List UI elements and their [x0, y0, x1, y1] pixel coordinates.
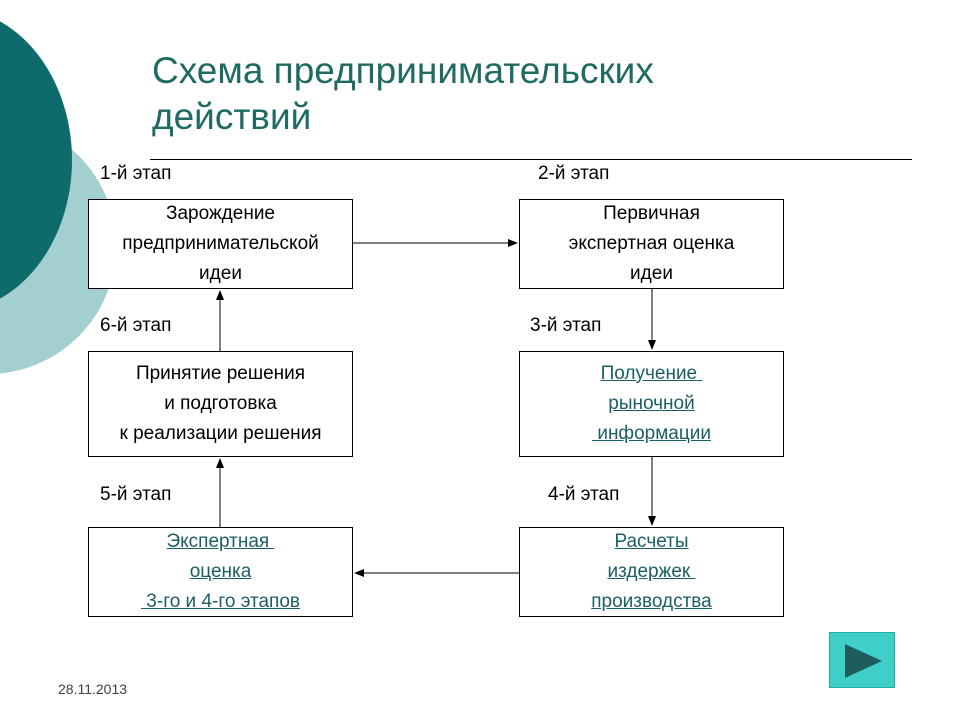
box-stage-1-idea-origin: Зарождение предпринимательской идеи — [88, 199, 353, 289]
box-stage-6-decision: Принятие решения и подготовка к реализац… — [88, 351, 353, 457]
box-stage-1-line: Зарождение — [166, 203, 275, 224]
play-triangle-icon — [845, 644, 882, 678]
slide-title-line1: Схема предпринимательских — [152, 50, 654, 91]
box-stage-3-link-line[interactable]: информации — [592, 423, 711, 444]
slide-title-line2: действий — [152, 96, 312, 137]
box-stage-4-cost-calculation: Расчеты издержек производства — [519, 527, 784, 617]
box-stage-5-link-line[interactable]: Экспертная — [166, 531, 275, 552]
box-stage-1-line: предпринимательской — [122, 233, 319, 254]
box-stage-5-link-line[interactable]: оценка — [189, 561, 252, 582]
stage-1-label: 1-й этап — [100, 163, 172, 184]
box-stage-2-primary-assessment: Первичная экспертная оценка идеи — [519, 199, 784, 289]
stage-4-label: 4-й этап — [548, 484, 620, 505]
stage-3-label: 3-й этап — [530, 315, 602, 336]
box-stage-3-link-line[interactable]: Получение — [600, 363, 703, 384]
box-stage-6-line: Принятие решения — [135, 363, 306, 384]
box-stage-2-line: идеи — [630, 263, 673, 284]
slide-title: Схема предпринимательских действий — [152, 48, 872, 140]
stage-5-label: 5-й этап — [100, 484, 172, 505]
box-stage-1-line: идеи — [199, 263, 242, 284]
slide-date: 28.11.2013 — [58, 681, 128, 697]
box-stage-2-line: экспертная оценка — [568, 233, 735, 254]
box-stage-5-link-line[interactable]: 3-го и 4-го этапов — [141, 591, 300, 612]
box-stage-5-expert-assessment: Экспертная оценка 3-го и 4-го этапов — [88, 527, 353, 617]
box-stage-3-market-info: Получение рыночной информации — [519, 351, 784, 457]
stage-6-label: 6-й этап — [100, 315, 172, 336]
next-slide-button[interactable] — [829, 632, 895, 688]
box-stage-3-link-line[interactable]: рыночной — [608, 393, 695, 414]
box-stage-6-line: к реализации решения — [119, 423, 322, 444]
stage-2-label: 2-й этап — [538, 163, 610, 184]
box-stage-4-link-line[interactable]: издержек — [607, 561, 696, 582]
box-stage-4-link-line[interactable]: производства — [591, 591, 712, 612]
box-stage-6-line: и подготовка — [164, 393, 277, 414]
box-stage-4-link-line[interactable]: Расчеты — [614, 531, 689, 552]
box-stage-2-line: Первичная — [603, 203, 700, 224]
title-underline — [150, 159, 912, 160]
